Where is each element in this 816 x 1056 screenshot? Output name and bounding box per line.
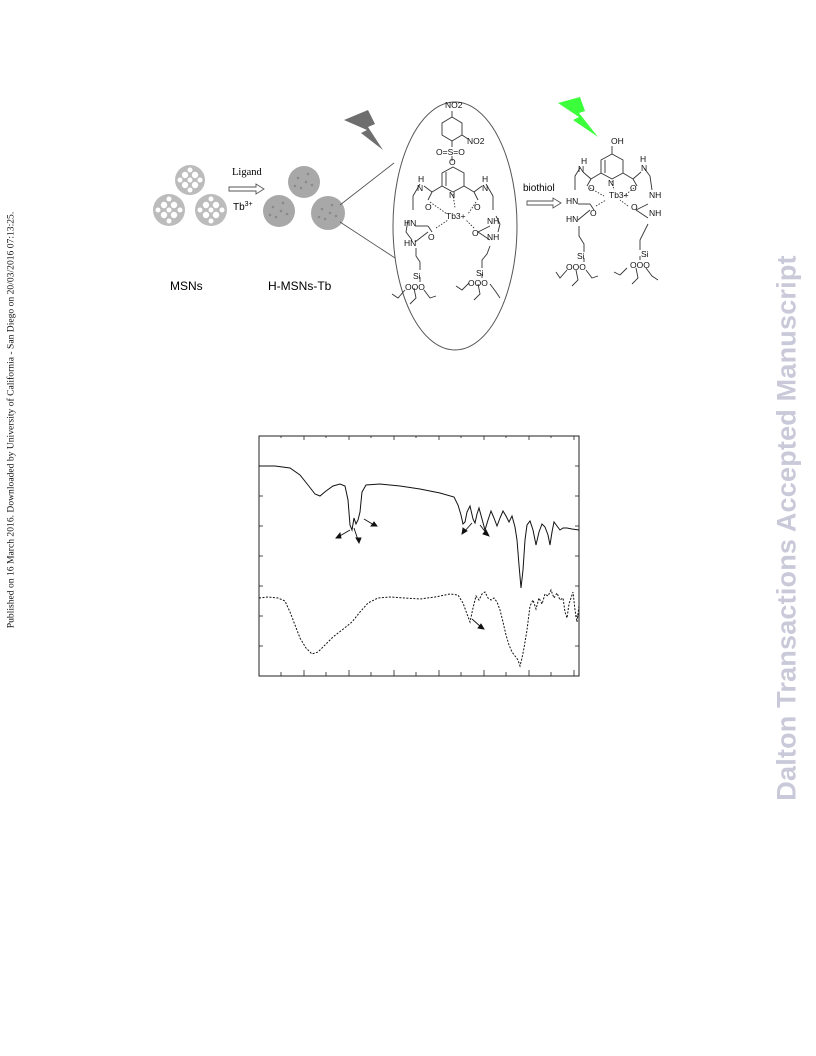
- svg-text:Si: Si: [413, 271, 421, 281]
- svg-text:O: O: [474, 202, 481, 212]
- svg-text:OOO: OOO: [566, 262, 586, 272]
- lightning-bolt-grey-icon: [344, 110, 383, 150]
- svg-text:HN: HN: [404, 238, 416, 248]
- msn-particle: [175, 165, 205, 195]
- hmsn-particle: [288, 166, 320, 198]
- molecule-product-labels: OH N Tb3+ H N H N O O HN HN NH NH O O Si…: [566, 136, 661, 272]
- svg-text:N: N: [641, 163, 647, 173]
- lightning-bolt-green-icon: [558, 97, 598, 137]
- svg-text:O: O: [631, 202, 638, 212]
- svg-text:O: O: [449, 157, 456, 167]
- svg-text:H: H: [482, 174, 488, 184]
- svg-text:O: O: [590, 208, 597, 218]
- svg-text:NH: NH: [487, 216, 499, 226]
- svg-text:OOO: OOO: [405, 282, 425, 292]
- spectrum-curve-dotted: [258, 588, 580, 668]
- zoom-line-top: [339, 162, 395, 206]
- svg-text:O: O: [630, 183, 637, 193]
- svg-text:NH: NH: [649, 208, 661, 218]
- arrow-label-ligand: Ligand: [232, 167, 262, 178]
- molecule-probe-labels: NO2 NO2 O=S=O O N Tb3+ H N H N O O HN HN…: [404, 100, 499, 292]
- arrow-label-biothiol: biothiol: [523, 183, 555, 194]
- svg-text:N: N: [482, 183, 488, 193]
- svg-text:HN: HN: [566, 214, 578, 224]
- svg-text:H: H: [418, 174, 424, 184]
- ligand-arrow: Ligand Tb3+: [228, 167, 265, 213]
- hmsn-tb-cluster: [263, 166, 345, 230]
- zoom-ellipse: [392, 101, 518, 351]
- x-ticks: [258, 436, 575, 676]
- reaction-scheme: MSNs Ligand Tb3+: [153, 97, 661, 351]
- msn-particle: [195, 194, 227, 226]
- svg-text:O: O: [472, 228, 479, 238]
- svg-text:N: N: [449, 190, 455, 200]
- svg-text:N: N: [578, 164, 584, 174]
- svg-text:O: O: [588, 183, 595, 193]
- zoom-line-bottom: [339, 221, 396, 259]
- svg-text:Tb3+: Tb3+: [446, 211, 466, 221]
- svg-text:HN: HN: [566, 196, 578, 206]
- svg-text:Si: Si: [476, 268, 484, 278]
- svg-text:H: H: [640, 154, 646, 164]
- svg-text:OOO: OOO: [468, 278, 488, 288]
- hmsn-particle: [311, 196, 345, 230]
- svg-text:OH: OH: [611, 136, 624, 146]
- svg-text:O=S=O: O=S=O: [436, 147, 465, 157]
- molecule-probe: [391, 111, 501, 305]
- svg-text:NO2: NO2: [467, 136, 485, 146]
- svg-text:H: H: [581, 156, 587, 166]
- svg-text:O: O: [425, 202, 432, 212]
- ir-spectrum-figure: [258, 435, 580, 677]
- svg-text:OOO: OOO: [630, 260, 650, 270]
- msn-cluster: [153, 165, 227, 226]
- molecule-product: [555, 146, 659, 287]
- svg-text:NH: NH: [649, 190, 661, 200]
- svg-text:N: N: [417, 183, 423, 193]
- label-hmsns-tb: H-MSNs-Tb: [268, 279, 332, 293]
- svg-text:O: O: [428, 232, 435, 242]
- svg-text:NH: NH: [487, 232, 499, 242]
- plot-frame: [258, 435, 580, 677]
- svg-text:NO2: NO2: [445, 100, 463, 110]
- annotation-arrows: [335, 518, 490, 630]
- label-msns: MSNs: [170, 279, 203, 293]
- hmsn-particle: [263, 195, 295, 227]
- svg-text:N: N: [608, 178, 614, 188]
- spectrum-curve-solid: [259, 465, 580, 589]
- msn-particle: [153, 194, 185, 226]
- svg-text:Tb3+: Tb3+: [609, 190, 629, 200]
- svg-text:HN: HN: [404, 218, 416, 228]
- svg-text:Si: Si: [577, 251, 585, 261]
- y-ticks: [259, 465, 579, 647]
- arrow-label-tb: Tb3+: [233, 201, 253, 213]
- svg-text:Si: Si: [641, 249, 649, 259]
- biothiol-arrow: biothiol: [523, 183, 562, 209]
